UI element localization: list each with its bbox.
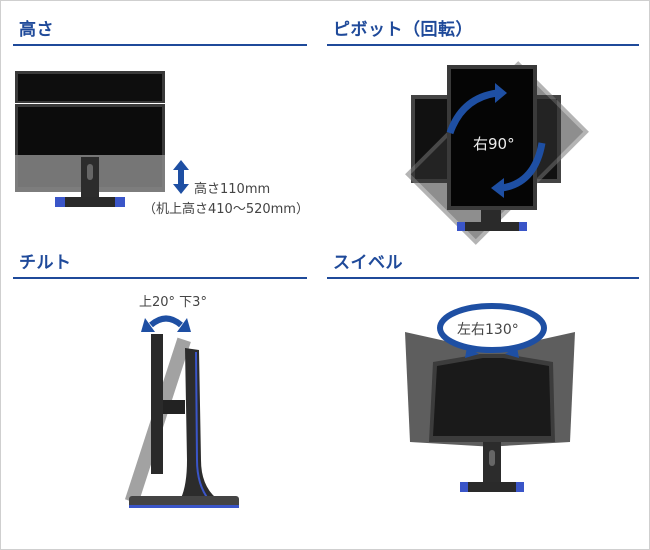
swivel-illustration [405,303,575,492]
divider [13,277,307,279]
divider [327,277,639,279]
section-title-swivel: スイベル [333,253,403,273]
section-title-pivot: ピボット（回転） [333,20,473,40]
tilt-angle-caption: 上20° 下3° [139,295,207,310]
height-adjust-illustration [15,71,165,207]
desk-height-caption: （机上高さ410〜520mm） [143,202,309,217]
section-pivot: ピボット（回転） 右90° [327,15,639,245]
pivot-angle-caption: 右90° [473,135,515,153]
swivel-angle-caption: 左右130° [457,322,519,338]
section-height: 高さ 高さ110mm （机上高さ410〜520mm） [13,15,313,235]
section-tilt: チルト 上20° 下3° [13,248,313,538]
tilt-illustration [124,315,239,508]
section-title-tilt: チルト [19,253,72,273]
pivot-rotation-illustration [405,61,589,245]
section-swivel: スイベル 左右130° [327,248,639,538]
section-title-height: 高さ [19,20,54,40]
height-range-caption: 高さ110mm [194,182,271,197]
divider [13,44,307,46]
divider [327,44,639,46]
up-down-arrow-icon [173,160,189,194]
